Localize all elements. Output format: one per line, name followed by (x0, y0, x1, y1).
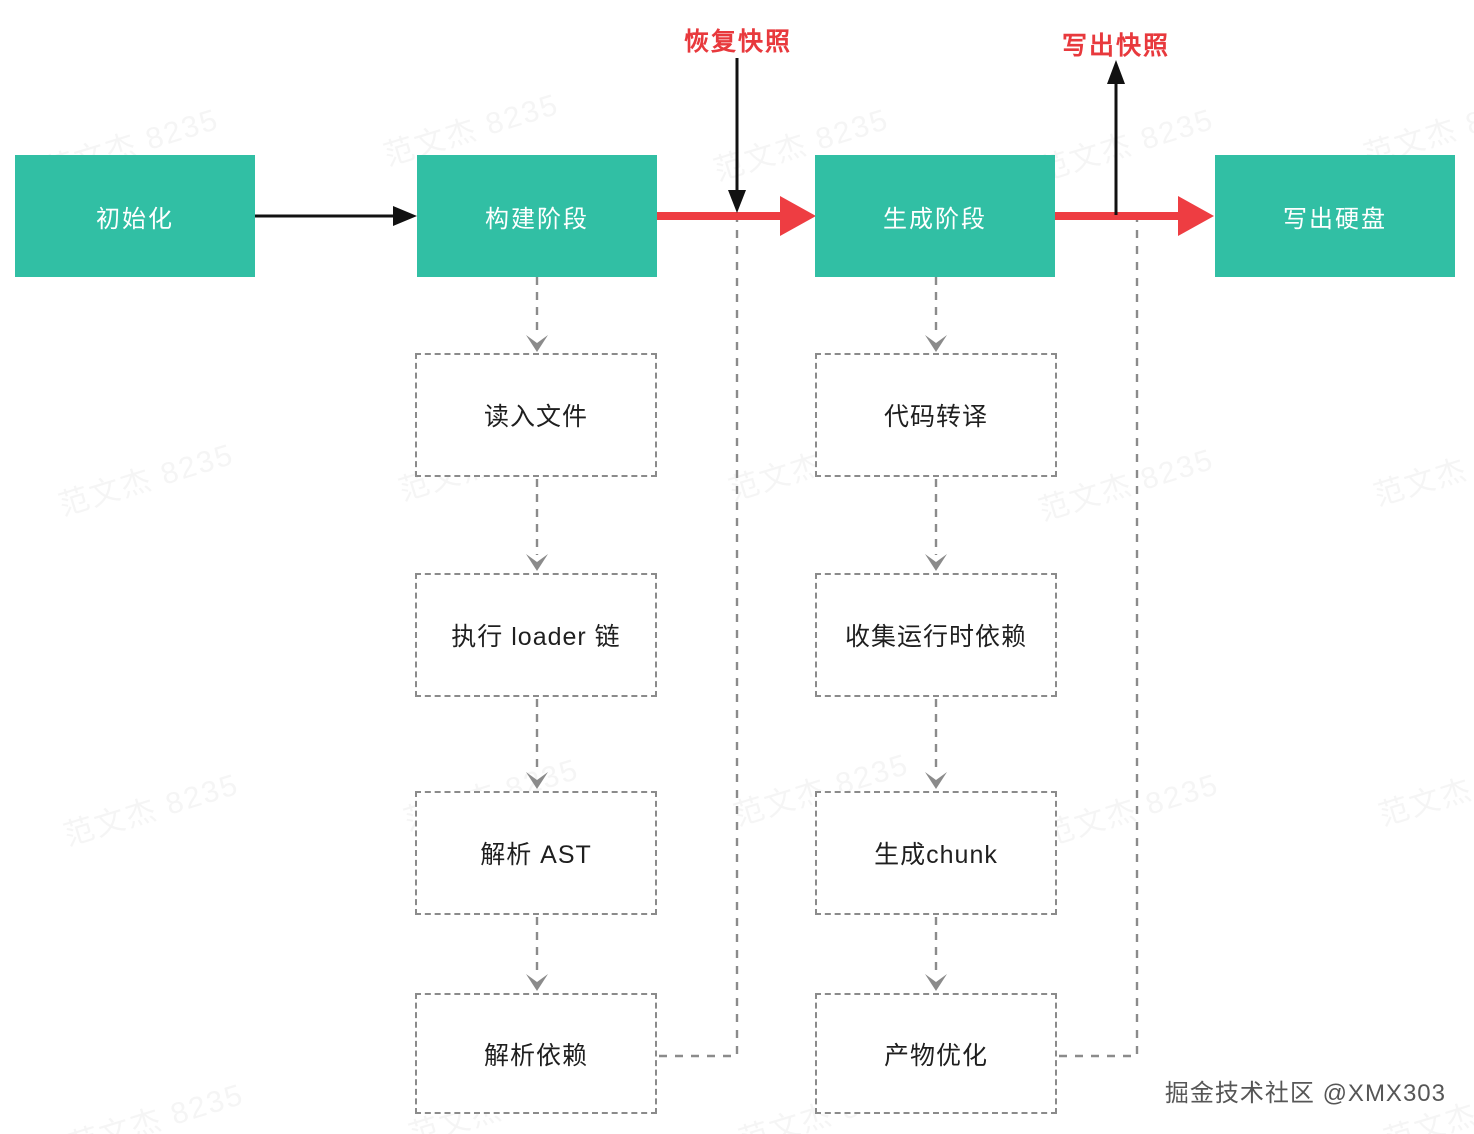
dashed-arrow-runtime-to-chunk (925, 699, 947, 789)
step-label: 解析依赖 (483, 1041, 588, 1070)
phase-label: 生成阶段 (883, 205, 987, 233)
step-box-parse-ast: 解析 AST (415, 791, 657, 915)
step-box-generate-chunk: 生成chunk (815, 791, 1057, 915)
arrow-init-to-build (255, 206, 417, 226)
step-box-run-loader-chain: 执行 loader 链 (415, 573, 657, 697)
arrow-build-to-generate (657, 196, 816, 236)
write-snapshot-label: 写出快照 (1061, 32, 1170, 60)
phase-label: 初始化 (96, 205, 174, 233)
phase-label: 构建阶段 (485, 205, 589, 233)
step-label: 执行 loader 链 (451, 623, 621, 651)
phase-box-generate: 生成阶段 (815, 155, 1055, 277)
dashed-loop-optimize-to-write-snapshot (1059, 220, 1139, 1058)
step-box-optimize-output: 产物优化 (815, 993, 1057, 1114)
step-label: 收集运行时依赖 (844, 623, 1027, 651)
phase-label: 写出硬盘 (1283, 205, 1387, 233)
dashed-arrow-ast-to-deps (526, 917, 548, 991)
phase-box-write-disk: 写出硬盘 (1215, 155, 1455, 277)
phase-box-init: 初始化 (15, 155, 255, 277)
dashed-arrow-loader-to-ast (526, 699, 548, 789)
step-box-collect-runtime-deps: 收集运行时依赖 (815, 573, 1057, 697)
step-box-read-file: 读入文件 (415, 353, 657, 477)
step-box-parse-deps: 解析依赖 (415, 993, 657, 1114)
arrow-write-snapshot-up (1107, 60, 1125, 215)
dashed-arrow-read-to-loader (526, 479, 548, 571)
arrow-generate-to-writedisk (1055, 196, 1214, 236)
phase-box-build: 构建阶段 (417, 155, 657, 277)
dashed-arrow-generate-to-transpile (925, 277, 947, 352)
step-label: 解析 AST (480, 841, 592, 869)
dashed-arrow-chunk-to-optimize (925, 917, 947, 991)
dashed-loop-deps-to-restore-snapshot (659, 220, 739, 1058)
dashed-arrow-build-to-read (526, 277, 548, 352)
step-label: 代码转译 (883, 403, 988, 431)
step-label: 读入文件 (483, 403, 588, 431)
step-box-transpile-code: 代码转译 (815, 353, 1057, 477)
dashed-arrow-transpile-to-runtime (925, 479, 947, 571)
step-label: 生成chunk (874, 841, 998, 869)
step-label: 产物优化 (883, 1041, 988, 1070)
arrow-restore-snapshot-down (728, 58, 746, 213)
restore-snapshot-label: 恢复快照 (683, 28, 792, 56)
credit-text: 掘金技术社区 @XMX303 (1164, 1080, 1446, 1107)
